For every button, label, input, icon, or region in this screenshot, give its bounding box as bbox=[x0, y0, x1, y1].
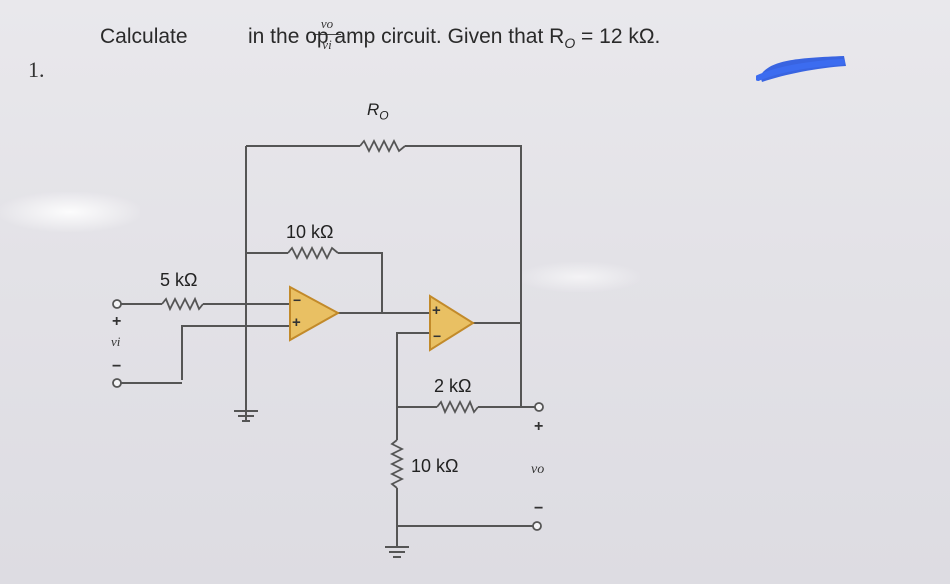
opamp2-plus-sign: + bbox=[432, 302, 441, 319]
ro-label-subscript: O bbox=[379, 108, 389, 123]
wire bbox=[396, 332, 437, 408]
resistor-ro bbox=[359, 138, 406, 154]
wire bbox=[405, 145, 522, 323]
terminals bbox=[112, 299, 544, 531]
problem-number: 1. bbox=[28, 57, 45, 82]
wire bbox=[338, 252, 383, 313]
fraction-bar bbox=[313, 34, 341, 35]
question-value: = 12 kΩ. bbox=[581, 25, 661, 48]
output-voltage-label: vo bbox=[531, 462, 545, 477]
ro-label-letter: R bbox=[367, 100, 380, 119]
input-voltage-label: vi bbox=[111, 334, 121, 349]
input-minus-sign: − bbox=[112, 358, 122, 375]
question-prefix: Calculate bbox=[100, 25, 188, 48]
input-terminal-bottom bbox=[112, 378, 122, 388]
output-terminal-top bbox=[534, 402, 544, 412]
wire bbox=[181, 325, 290, 380]
fraction-denominator: vi bbox=[322, 37, 332, 52]
input-terminal-top bbox=[112, 299, 122, 309]
opamp2-minus-sign: − bbox=[433, 328, 442, 344]
fraction-numerator: vo bbox=[320, 16, 334, 31]
r-5k-label: 5 kΩ bbox=[160, 270, 198, 290]
photo-glare bbox=[520, 262, 640, 292]
photo-glare bbox=[0, 192, 140, 232]
question-subscript: O bbox=[564, 35, 576, 52]
resistors bbox=[161, 138, 479, 489]
question-suffix: in the op amp circuit. Given that RO = 1… bbox=[248, 25, 660, 51]
question-suffix-text: in the op amp circuit. Given that R bbox=[248, 25, 565, 48]
r-2k-label: 2 kΩ bbox=[434, 376, 472, 396]
vo-over-vi-fraction: vo vi bbox=[309, 16, 345, 53]
ground-symbol-left bbox=[234, 410, 258, 422]
resistor-10k-top bbox=[287, 245, 339, 261]
output-terminal-bottom bbox=[532, 521, 542, 531]
op-amp-2 bbox=[429, 294, 475, 352]
output-plus-sign: + bbox=[534, 418, 544, 435]
resistor-5k bbox=[161, 296, 204, 312]
output-minus-sign: − bbox=[534, 500, 544, 517]
r-10k-top-label: 10 kΩ bbox=[286, 222, 334, 242]
op-amp-1 bbox=[289, 285, 341, 342]
opamp1-minus-sign: − bbox=[293, 292, 302, 308]
opamp1-plus-sign: + bbox=[292, 314, 301, 331]
blue-marker-redaction bbox=[756, 56, 846, 82]
ground-symbol-bottom bbox=[385, 546, 409, 558]
r-10k-bottom-label: 10 kΩ bbox=[411, 456, 459, 476]
wire bbox=[520, 323, 536, 408]
ro-label: RO bbox=[367, 100, 389, 122]
wires bbox=[120, 145, 536, 546]
input-plus-sign: + bbox=[112, 313, 122, 330]
resistor-2k bbox=[436, 399, 479, 415]
resistor-10k-bottom bbox=[389, 439, 405, 489]
ground-symbols bbox=[234, 410, 409, 558]
